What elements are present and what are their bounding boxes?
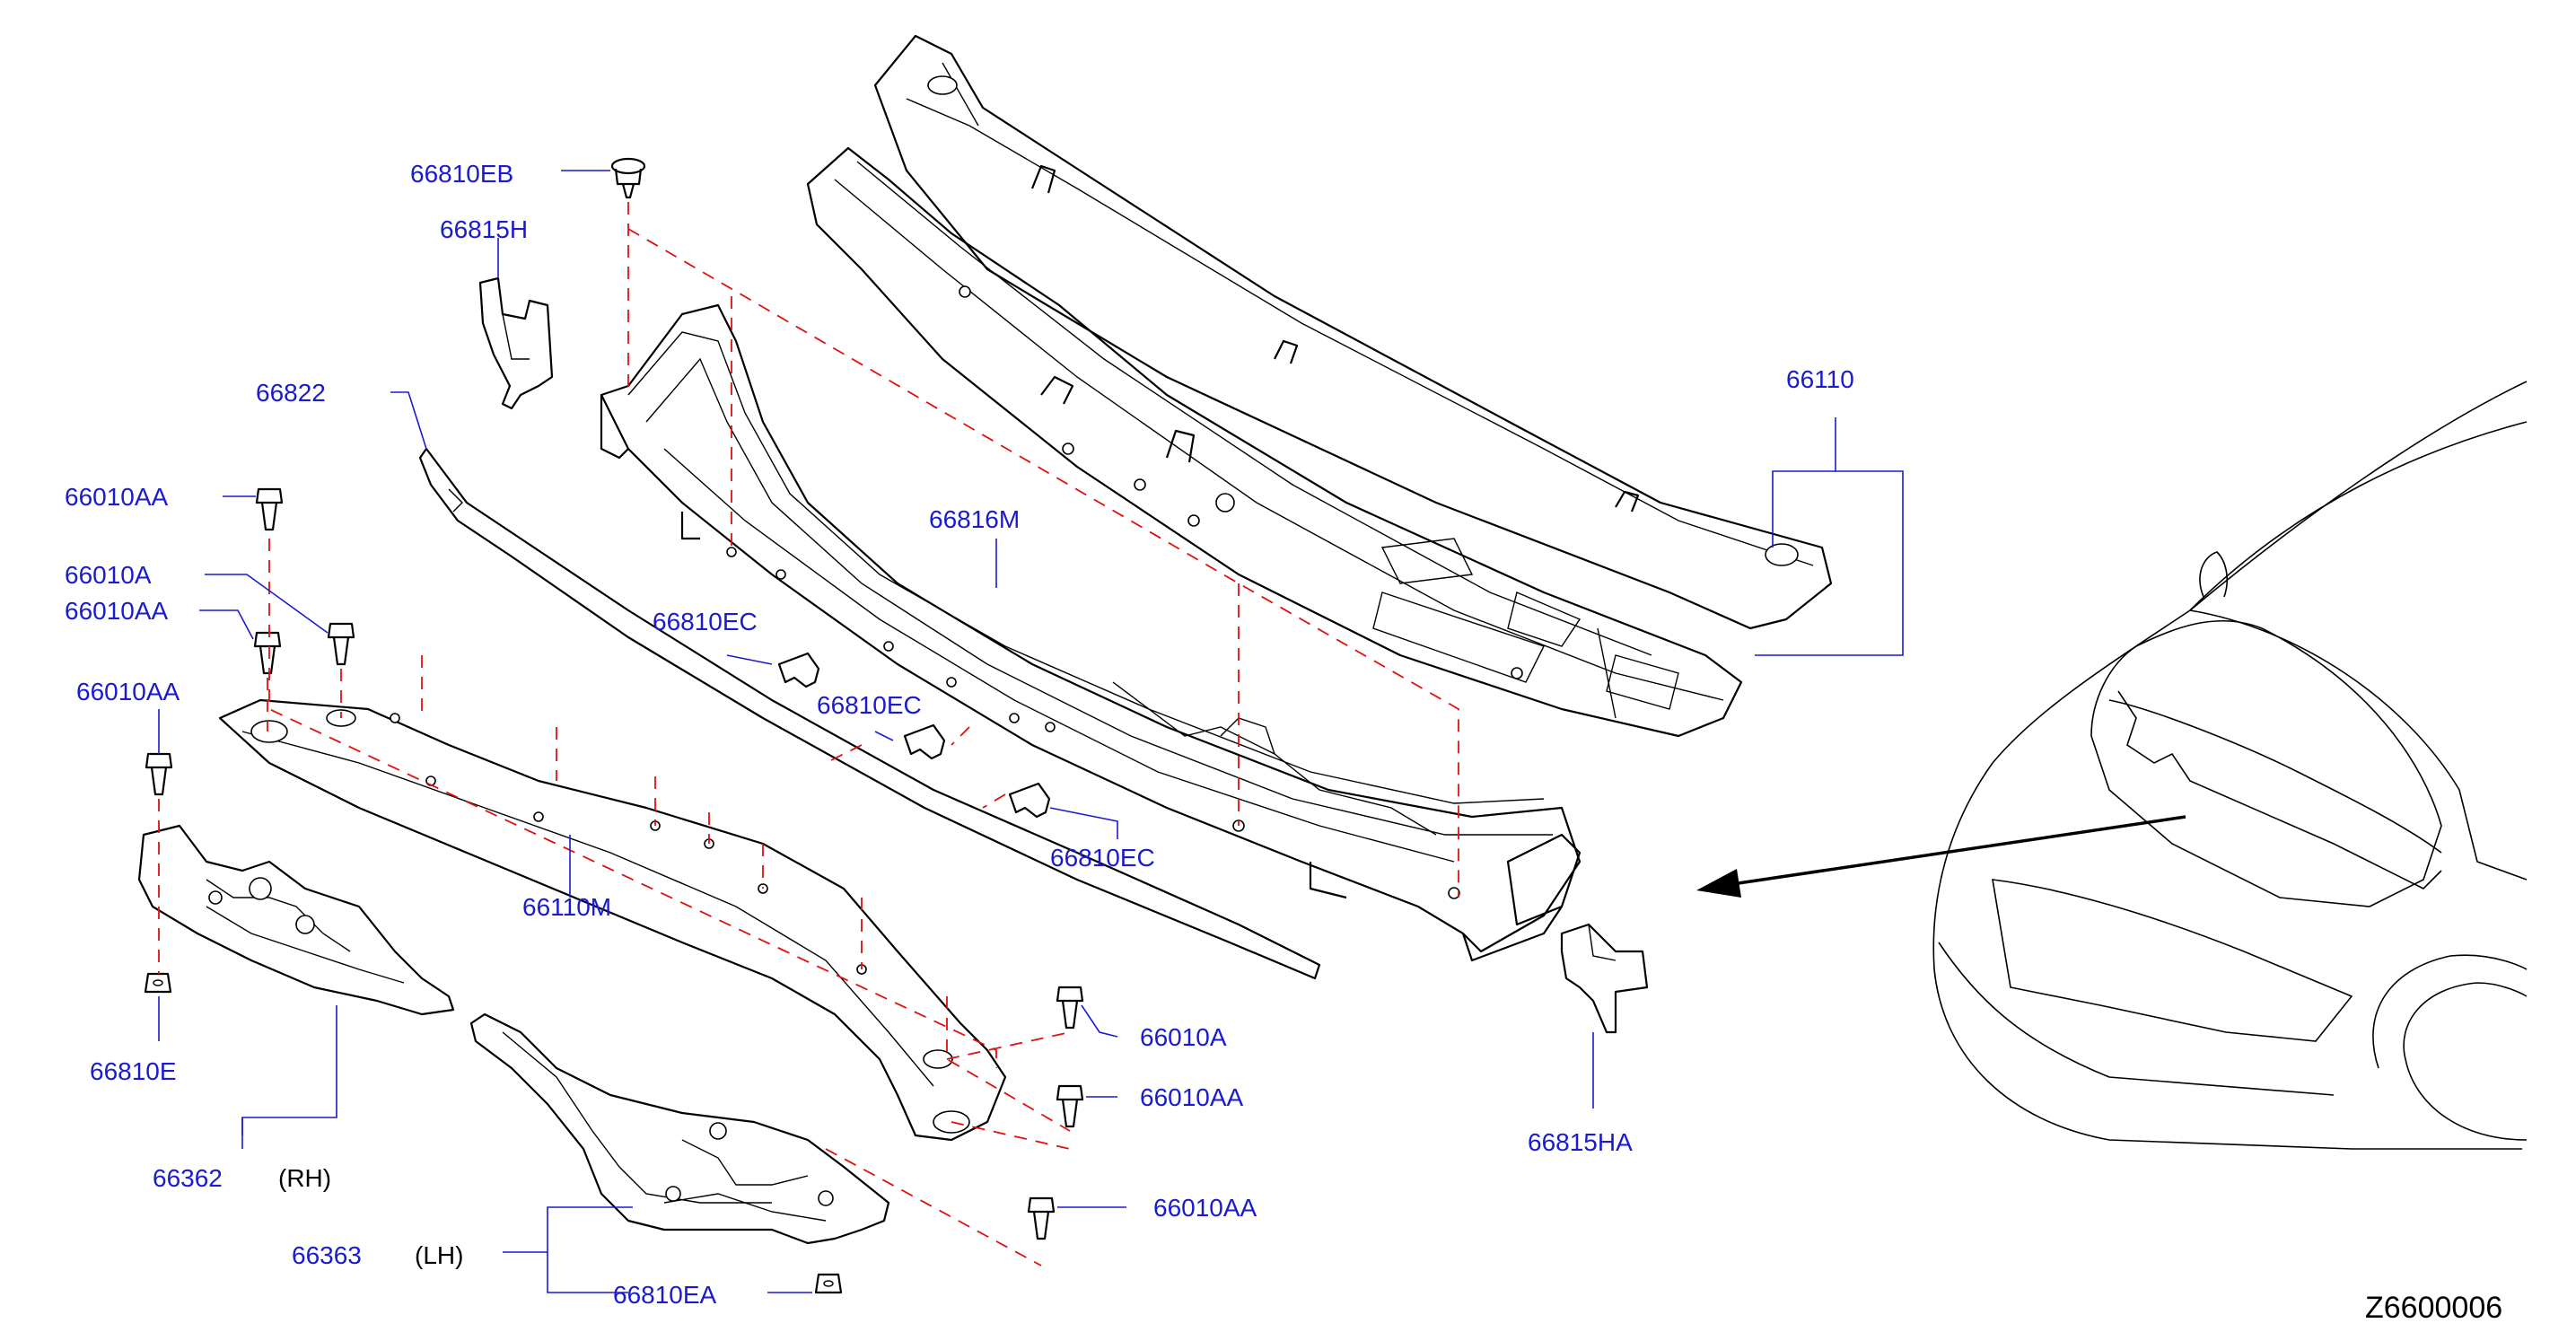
cowl-inner-panel: [600, 303, 1582, 962]
bolt-66010aa-4-icon: [1056, 1084, 1084, 1128]
label-66816m: 66816M: [929, 505, 1020, 533]
diagram-code: Z6600006: [2365, 1291, 2502, 1325]
label-66362: 66362: [153, 1164, 223, 1192]
label-66110: 66110: [1786, 365, 1854, 393]
label-66810ec-3: 66810EC: [1050, 844, 1155, 872]
clip-66810ec-2-icon: [903, 723, 946, 760]
cowl-seal-strip: [418, 447, 1321, 980]
leader-lines: [158, 170, 1904, 1293]
fasteners: [144, 157, 1084, 1294]
lh-side-panel: [469, 1012, 890, 1245]
bolt-66010a-1-icon: [327, 622, 355, 666]
label-66010aa-3: 66010AA: [76, 678, 180, 705]
bracket-66815h: [478, 276, 554, 410]
direction-arrow: [1696, 815, 2186, 898]
bolt-66010aa-1-icon: [255, 487, 284, 531]
nut-66810e-icon: [144, 972, 172, 994]
bolt-66010aa-3-icon: [145, 752, 173, 796]
label-66815h: 66815H: [440, 215, 528, 243]
nut-66810ea-icon: [814, 1273, 843, 1294]
rh-side-panel: [137, 824, 455, 1016]
cowl-lower-panel: [218, 698, 1007, 1142]
label-66010a-1: 66010A: [65, 561, 152, 589]
clip-66810ec-1-icon: [777, 652, 820, 688]
label-66810ea: 66810EA: [613, 1281, 717, 1309]
bolt-66010aa-2-icon: [253, 631, 282, 675]
label-lh: (LH): [415, 1241, 463, 1269]
label-66010aa-1: 66010AA: [65, 483, 169, 511]
label-66363: 66363: [292, 1241, 362, 1269]
label-66810ec-1: 66810EC: [653, 608, 758, 635]
label-66810ec-2: 66810EC: [817, 691, 922, 719]
bracket-66815ha: [1560, 923, 1649, 1034]
bolt-66010a-2-icon: [1056, 986, 1084, 1030]
label-66010aa-4: 66010AA: [1140, 1083, 1244, 1111]
cowl-top-panel: [806, 34, 1833, 738]
label-66010aa-2: 66010AA: [65, 597, 169, 625]
label-66810eb: 66810EB: [410, 160, 513, 188]
label-66815ha: 66815HA: [1528, 1128, 1633, 1156]
clip-66810ec-3-icon: [1008, 782, 1051, 819]
label-66822: 66822: [256, 379, 326, 407]
label-66010aa-5: 66010AA: [1153, 1194, 1257, 1222]
vehicle-inset: [1932, 381, 2528, 1150]
bolt-66010aa-5-icon: [1027, 1196, 1056, 1240]
part-labels: 66810EB 66815H 66822 66010AA 66010A 6601…: [65, 160, 2502, 1325]
label-66810e: 66810E: [90, 1057, 177, 1085]
label-66010a-2: 66010A: [1140, 1023, 1227, 1051]
clip-66810eb-icon: [610, 157, 646, 199]
assembly-lines: [158, 202, 1459, 1266]
label-rh: (RH): [278, 1164, 331, 1192]
label-66110m: 66110M: [522, 893, 611, 921]
